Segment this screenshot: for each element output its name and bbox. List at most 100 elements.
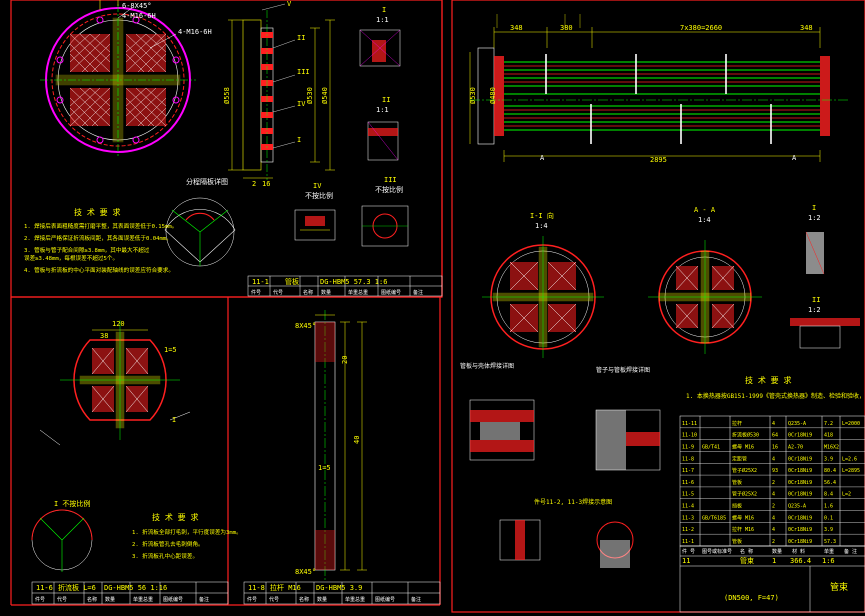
tubesheet-section xyxy=(228,3,335,180)
section-I-I-view xyxy=(482,236,604,358)
tb1-h2: 名称 xyxy=(303,289,313,296)
bom-cell: 11-11 xyxy=(682,421,697,427)
baffle-detail-ref: I xyxy=(172,416,176,424)
detail-II-label: II xyxy=(382,96,390,104)
callout-thread-2: 4-M16-6H xyxy=(178,28,212,36)
dim-2: 2 xyxy=(252,180,256,188)
bom-cell: L=2000 xyxy=(842,421,860,427)
baffle-view xyxy=(39,320,191,446)
tech-note-3b: 误差≥3.48mm，每根误差不超过5个。 xyxy=(24,254,118,262)
baffle-fan-label: I 不按比例 xyxy=(54,499,90,508)
tb3-h5: 单重总重 xyxy=(345,596,365,603)
tech-note-4: 4. 管板与折流板的中心平面对装配轴线的误差应符合要求。 xyxy=(24,266,174,274)
rod-dim-slope: 1=5 xyxy=(318,464,331,472)
roman-I: I xyxy=(297,136,301,144)
detail-I-top xyxy=(359,29,401,67)
tech-note-right: 1. 本换热器按GB151-1999《管壳式换热器》制造、检验和验收，... xyxy=(686,392,865,400)
tb1-h7: 备注 xyxy=(413,289,423,296)
section-I-title: I-I 向 xyxy=(530,211,554,220)
tech-note-1: 1. 焊接后表面粗糙度需打磨平整，其表面误差低于0.15mm。 xyxy=(24,222,177,230)
bom-cell: 11-5 xyxy=(682,492,694,498)
bom-h3: 数量 xyxy=(772,548,782,555)
callout-thread-1: 4-M16-6H xyxy=(122,12,156,20)
bom-h2: 名 称 xyxy=(740,548,753,555)
detail-III-label: III xyxy=(384,176,397,184)
bom-cell: 拉杆 xyxy=(732,420,742,427)
baffle-dim-120: 120 xyxy=(112,320,125,328)
baffle-fan xyxy=(31,509,93,572)
tb2-h7: 备注 xyxy=(199,596,209,603)
bom-cell: 4 xyxy=(772,456,775,462)
tb3-h1: 代号 xyxy=(269,596,279,603)
bom-cell: 管板 xyxy=(732,538,742,545)
tb3-h6: 图纸编号 xyxy=(375,596,395,603)
bom-h7: 备 注 xyxy=(844,548,857,555)
tech-title-top: 技 术 要 求 xyxy=(74,207,120,217)
bom-cell: GB/T6185 xyxy=(702,515,726,521)
weld-1-label: 管板与壳体焊接详图 xyxy=(460,362,514,370)
bom-cell: 0Cr18Ni9 xyxy=(788,468,812,474)
bom-cell: 管子Ø25X2 xyxy=(732,467,757,474)
bom-cell: L=2.6 xyxy=(842,456,857,462)
detail-IV-view xyxy=(294,209,336,241)
bom-h4: 材 料 xyxy=(792,548,805,555)
bom-cell: 3.9 xyxy=(824,456,833,462)
bom-cell: 11-7 xyxy=(682,468,694,474)
tb1-h5: 单重总重 xyxy=(348,289,368,296)
detail-II-right xyxy=(790,318,860,349)
elev-dim-348: 348 xyxy=(510,24,523,32)
bom-cell: 1.6 xyxy=(824,504,833,510)
bom-cell: 11-3 xyxy=(682,515,694,521)
bom-cell: 3.9 xyxy=(824,527,833,533)
titleblock-bottom-left xyxy=(31,581,229,605)
roman-II: II xyxy=(297,34,305,42)
elev-section-A-1: A xyxy=(540,154,545,162)
tb2-h0: 件号 xyxy=(35,596,45,603)
tb1-h1: 代号 xyxy=(273,289,283,296)
roman-V: V xyxy=(287,0,292,8)
tb2-h1: 代号 xyxy=(57,596,67,603)
elev-dim-380: 380 xyxy=(560,24,573,32)
tb2-std: DG-HBM5 56 1:16 xyxy=(104,584,167,592)
tech-title-bottom: 技 术 要 求 xyxy=(152,512,198,522)
bom-cell: 定距管 xyxy=(732,455,747,462)
rod-chamfer-top: 8X45° xyxy=(295,322,316,330)
tb1-h0: 件号 xyxy=(251,289,261,296)
tb2-name: 折流板 L=6 xyxy=(58,583,96,592)
bom-cell: 11-4 xyxy=(682,504,694,510)
weld-detail-3 xyxy=(499,519,634,568)
section-AA-title: A - A xyxy=(694,206,716,214)
detail-I-right xyxy=(805,231,825,275)
detail-IV-label: IV xyxy=(313,182,322,190)
roman-IV: IV xyxy=(297,100,306,108)
bom-cell: 4 xyxy=(772,421,775,427)
tb1-code: 11-1 xyxy=(252,278,269,286)
bom-main-weight: 366.4 xyxy=(790,557,811,565)
rod-dim-20: 20 xyxy=(341,356,349,364)
bom-cell: 16 xyxy=(772,444,778,450)
bom-cell: 0.1 xyxy=(824,515,833,521)
bom-cell: 2 xyxy=(772,480,775,486)
bom-cell: 80.4 xyxy=(824,468,836,474)
tb3-std: DG-HBM5 3.9 xyxy=(316,584,362,592)
tb2-h5: 单重总重 xyxy=(133,596,153,603)
top-ticks xyxy=(99,0,119,10)
elev-section-A-2: A xyxy=(792,154,797,162)
bom-cell: 56.4 xyxy=(824,480,836,486)
bom-cell: Q235-A xyxy=(788,504,806,510)
dim-530: Ø530 xyxy=(306,87,314,104)
bom-cell: 11-9 xyxy=(682,444,694,450)
bom-h0: 件 号 xyxy=(682,548,695,555)
bom-cell: 11-6 xyxy=(682,480,694,486)
detail-II-scale: 1:1 xyxy=(376,106,389,114)
elev-dim-530: Ø530 xyxy=(469,87,477,104)
weld-2-label: 管子与管板焊接详图 xyxy=(596,366,650,374)
bom-cell: 0Cr18Ni9 xyxy=(788,492,812,498)
tb2-h3: 数量 xyxy=(105,596,115,603)
baffle-dim-slope: 1=5 xyxy=(164,346,177,354)
elev-dim-2895: 2895 xyxy=(650,156,667,164)
tie-rod-view xyxy=(314,310,367,580)
tb3-code: 11-8 xyxy=(248,584,265,592)
